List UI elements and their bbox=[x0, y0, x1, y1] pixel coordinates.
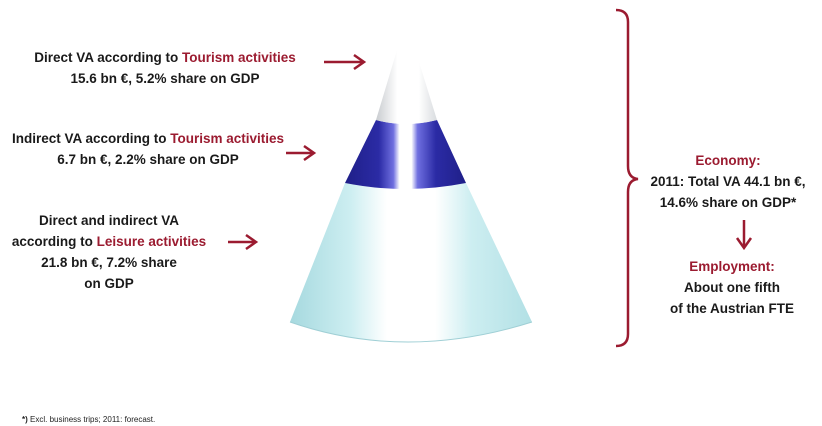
economy-title: Economy: bbox=[695, 153, 761, 168]
level-2-line2: 6.7 bn €, 2.2% share on GDP bbox=[57, 152, 239, 167]
employment-line2: of the Austrian FTE bbox=[670, 301, 794, 316]
footnote-text: Excl. business trips; 2011: forecast. bbox=[27, 415, 156, 424]
economy-summary: Economy: 2011: Total VA 44.1 bn €, 14.6%… bbox=[634, 150, 822, 213]
level-3-label: Direct and indirect VA according to Leis… bbox=[0, 210, 218, 294]
employment-line1: About one fifth bbox=[684, 280, 780, 295]
level-3-line3: 21.8 bn €, 7.2% share bbox=[41, 255, 177, 270]
level-1-label: Direct VA according to Tourism activitie… bbox=[10, 47, 320, 89]
cone-segment-direct-tourism bbox=[376, 20, 437, 124]
economy-line1: 2011: Total VA 44.1 bn €, bbox=[650, 174, 806, 189]
arrow-right-icon bbox=[228, 233, 259, 251]
level-3-line4: on GDP bbox=[84, 276, 134, 291]
employment-title: Employment: bbox=[689, 259, 775, 274]
level-3-line2-accent: Leisure activities bbox=[96, 234, 207, 249]
level-1-line1-accent: Tourism activities bbox=[181, 50, 296, 65]
curly-brace-icon bbox=[615, 8, 639, 348]
footnote: *) Excl. business trips; 2011: forecast. bbox=[22, 415, 155, 424]
level-3-line1: Direct and indirect VA bbox=[38, 213, 180, 228]
arrow-right-icon bbox=[324, 53, 367, 71]
level-3-line2-prefix: according to bbox=[11, 234, 97, 249]
footnote-marker: *) bbox=[22, 415, 28, 424]
economy-line2: 14.6% share on GDP* bbox=[659, 195, 797, 210]
level-2-label: Indirect VA according to Tourism activit… bbox=[0, 128, 296, 170]
arrow-down-icon bbox=[735, 220, 753, 251]
level-1-line1-prefix: Direct VA according to bbox=[34, 50, 182, 65]
cone-segment-indirect-tourism bbox=[345, 120, 466, 189]
level-2-line1-prefix: Indirect VA according to bbox=[11, 131, 171, 146]
level-2-line1-accent: Tourism activities bbox=[170, 131, 285, 146]
cone-segment-leisure bbox=[290, 183, 532, 342]
employment-summary: Employment: About one fifth of the Austr… bbox=[642, 256, 822, 319]
level-1-line2: 15.6 bn €, 5.2% share on GDP bbox=[70, 71, 260, 86]
arrow-right-icon bbox=[286, 144, 317, 162]
